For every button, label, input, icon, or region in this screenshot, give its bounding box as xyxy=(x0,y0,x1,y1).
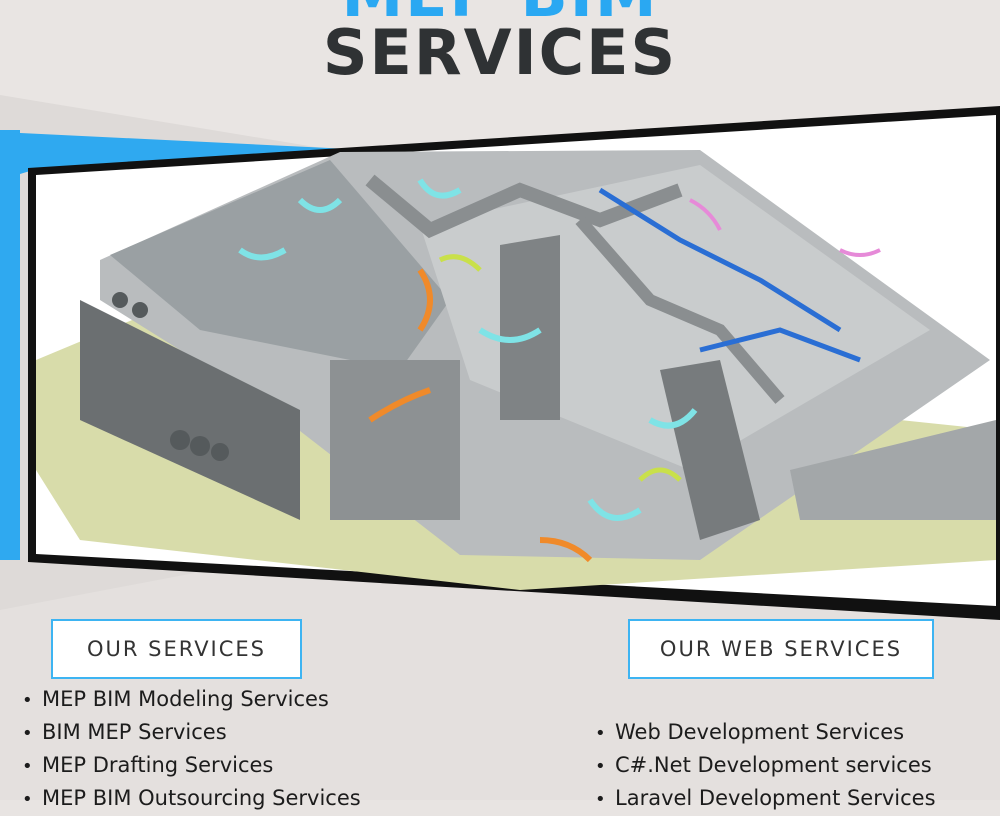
our-web-services-label: OUR WEB SERVICES xyxy=(659,637,903,661)
list-item: Laravel Development Services xyxy=(595,782,936,815)
orange-pipes xyxy=(368,268,593,563)
pink-pipes xyxy=(689,198,881,257)
roof-slab xyxy=(110,160,450,370)
list-item: Web Development Services xyxy=(595,716,936,749)
our-web-services-heading: OUR WEB SERVICES xyxy=(628,619,934,679)
flex-ducts xyxy=(238,178,698,521)
accent-stripe xyxy=(0,132,370,180)
our-services-heading: OUR SERVICES xyxy=(51,619,302,679)
shrubs xyxy=(112,292,229,461)
building-illustration xyxy=(0,106,1000,620)
wall-2 xyxy=(330,360,460,520)
green-pipes xyxy=(438,254,682,482)
our-services-label: OUR SERVICES xyxy=(86,637,267,661)
services-list: MEP BIM Modeling Services BIM MEP Servic… xyxy=(22,683,361,815)
blue-pipe xyxy=(598,187,842,333)
title-mep-bim: MEP BIM xyxy=(0,0,1000,26)
list-item: MEP Drafting Services xyxy=(22,749,361,782)
web-services-list: Web Development Services C#.Net Developm… xyxy=(595,716,936,815)
main-duct xyxy=(365,174,683,239)
title-services: SERVICES xyxy=(322,16,678,89)
list-item: MEP BIM Modeling Services xyxy=(22,683,361,716)
facade xyxy=(80,300,300,520)
list-item: BIM MEP Services xyxy=(22,716,361,749)
list-item: C#.Net Development services xyxy=(595,749,936,782)
wall-3 xyxy=(660,360,760,540)
wall-1 xyxy=(500,235,560,420)
list-item: MEP BIM Outsourcing Services xyxy=(22,782,361,815)
annex xyxy=(790,420,996,520)
